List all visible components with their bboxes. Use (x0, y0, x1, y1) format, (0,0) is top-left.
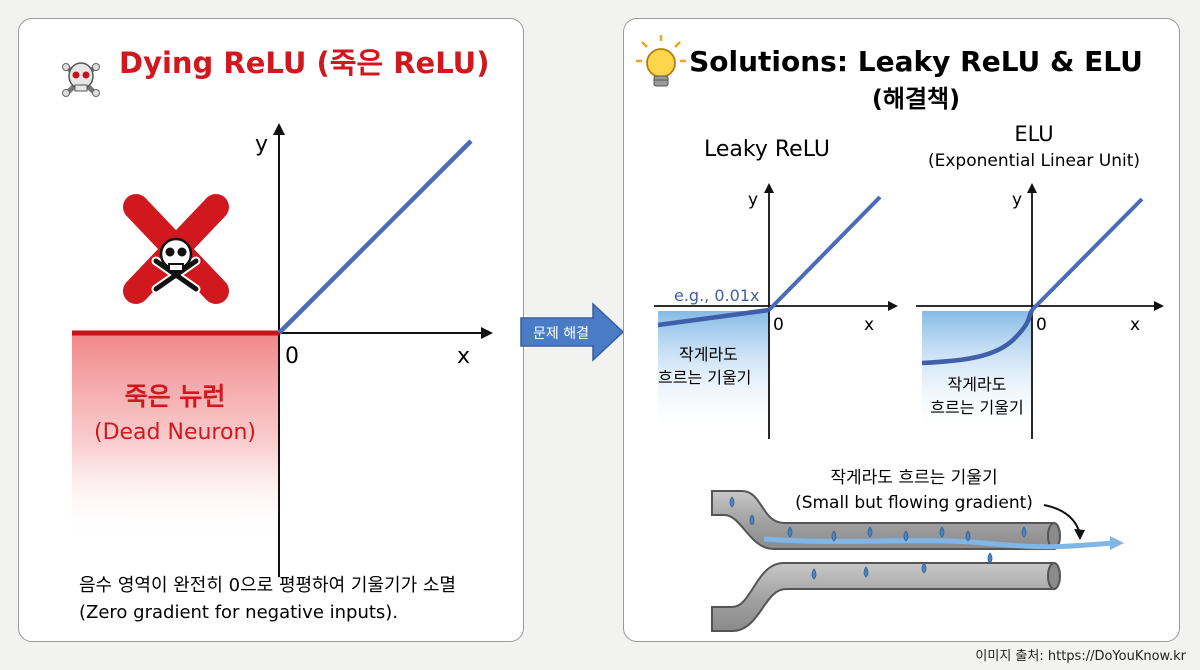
elu-subtitle: (Exponential Linear Unit) (928, 151, 1140, 171)
elu-origin-label: 0 (1036, 315, 1047, 335)
flow-curved-arrow-head (1074, 529, 1085, 540)
pipe-icon (711, 490, 1124, 632)
dead-neuron-label-en: (Dead Neuron) (94, 420, 256, 445)
leaky-x-label: x (864, 315, 874, 335)
red-x-icon (123, 194, 229, 304)
flow-label-en: (Small but flowing gradient) (795, 493, 1033, 513)
dying-relu-graph: Dying ReLU (죽은 ReLU) y x 0 (62, 46, 493, 623)
relu-positive-line (277, 139, 473, 335)
skull-icon (151, 237, 201, 294)
dead-neuron-label: 죽은 뉴런 (125, 382, 226, 411)
leaky-y-label: y (748, 190, 758, 210)
leaky-positive-line (767, 195, 882, 312)
leaky-region-label-1: 작게라도 (679, 345, 738, 364)
lightbulb-icon (636, 35, 686, 87)
elu-region-label-2: 흐르는 기울기 (930, 398, 1023, 417)
leaky-annotation: e.g., 0.01x (674, 286, 759, 305)
y-axis-arrow (273, 123, 285, 135)
flow-label-ko: 작게라도 흐르는 기울기 (830, 468, 997, 488)
leaky-flow-region (658, 311, 769, 436)
solutions-panel: Solutions: Leaky ReLU & ELU (해결책) Leaky … (623, 18, 1180, 642)
leaky-x-axis-arrow (888, 301, 898, 311)
elu-y-label: y (1012, 190, 1022, 210)
caption-en: (Zero gradient for negative inputs). (79, 602, 398, 623)
solutions-graphs: Solutions: Leaky ReLU & ELU (해결책) Leaky … (636, 35, 1164, 632)
caption-ko: 음수 영역이 완전히 0으로 평평하여 기울기가 소멸 (79, 575, 456, 596)
elu-flow-region (922, 311, 1032, 436)
dying-relu-panel: Dying ReLU (죽은 ReLU) y x 0 (18, 18, 524, 642)
dead-region (72, 333, 279, 539)
y-axis-label: y (255, 132, 268, 157)
dying-relu-title: Dying ReLU (죽은 ReLU) (119, 46, 489, 80)
solutions-title: Solutions: Leaky ReLU & ELU (689, 45, 1143, 78)
leaky-negative-slope (657, 307, 770, 328)
solutions-subtitle: (해결책) (872, 85, 960, 113)
elu-x-label: x (1130, 315, 1140, 335)
leaky-relu-title: Leaky ReLU (704, 137, 830, 162)
skull-crossbones-icon (62, 62, 100, 97)
elu-title: ELU (1014, 122, 1053, 146)
elu-region-label-1: 작게라도 (948, 375, 1007, 394)
x-axis-arrow (481, 327, 493, 339)
elu-positive-line (1030, 197, 1144, 312)
solve-arrow-label: 문제 해결 (533, 326, 589, 342)
leaky-region-label-2: 흐르는 기울기 (658, 368, 751, 387)
leaky-origin-label: 0 (773, 315, 784, 335)
elu-negative-curve (921, 308, 1035, 366)
solve-arrow: 문제 해결 (520, 302, 625, 362)
x-axis-label: x (457, 344, 470, 369)
elu-x-axis-arrow (1154, 301, 1164, 311)
elu-y-axis-arrow (1027, 183, 1037, 193)
origin-label: 0 (285, 344, 299, 369)
source-credit: 이미지 출처: https://DoYouKnow.kr (975, 649, 1186, 664)
leaky-y-axis-arrow (764, 183, 774, 193)
